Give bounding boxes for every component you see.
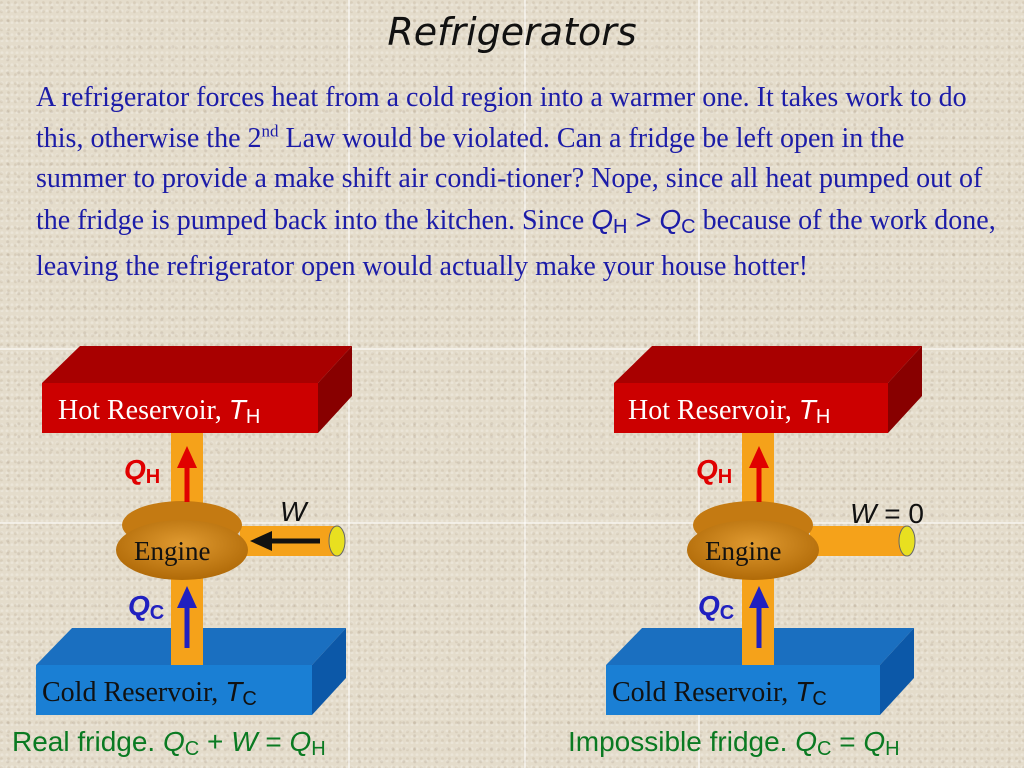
right-qc-arrow <box>749 586 769 648</box>
right-cold-reservoir-label: Cold Reservoir, TC <box>612 676 827 710</box>
left-engine <box>116 501 248 580</box>
para-sup: nd <box>261 121 279 141</box>
left-hot-reservoir-label: Hot Reservoir, TH <box>58 394 261 428</box>
left-w-label: W <box>280 496 307 527</box>
para-gt: > <box>627 203 660 235</box>
slide-title: Refrigerators <box>387 10 637 54</box>
left-caption: Real fridge. QC + W = QH <box>12 726 326 760</box>
right-w-label: W = 0 <box>850 498 924 529</box>
left-cold-reservoir-label: Cold Reservoir, TC <box>42 676 257 710</box>
right-caption: Impossible fridge. QC = QH <box>568 726 900 760</box>
grid-line <box>0 522 1024 524</box>
para-qh: QH <box>591 203 628 238</box>
right-engine <box>687 501 819 580</box>
left-engine-label: Engine <box>134 536 211 566</box>
body-paragraph: A refrigerator forces heat from a cold r… <box>36 78 996 288</box>
right-engine-label: Engine <box>705 536 782 566</box>
right-qh-label: QH <box>696 454 733 488</box>
left-qh-arrow <box>177 446 197 502</box>
para-text-1: A refrigerator forces heat from a cold r… <box>36 82 967 154</box>
right-work-pipe <box>810 525 916 557</box>
left-cold-reservoir <box>36 628 346 715</box>
grid-line <box>524 0 526 768</box>
left-hot-reservoir <box>42 346 352 433</box>
right-qc-label: QC <box>698 590 735 624</box>
left-qc-arrow <box>177 586 197 648</box>
para-text-3: because of the work done, leaving the re… <box>36 204 996 283</box>
right-qh-arrow <box>749 446 769 502</box>
left-qh-label: QH <box>124 454 161 488</box>
left-qc-label: QC <box>128 590 165 624</box>
grid-line <box>0 348 1024 350</box>
para-qc: QC <box>659 203 696 238</box>
right-hot-reservoir <box>614 346 922 433</box>
right-hot-reservoir-label: Hot Reservoir, TH <box>628 394 831 428</box>
left-w-arrow <box>250 531 320 551</box>
para-text-2: Law would be violated. Can a fridge be l… <box>36 122 983 236</box>
